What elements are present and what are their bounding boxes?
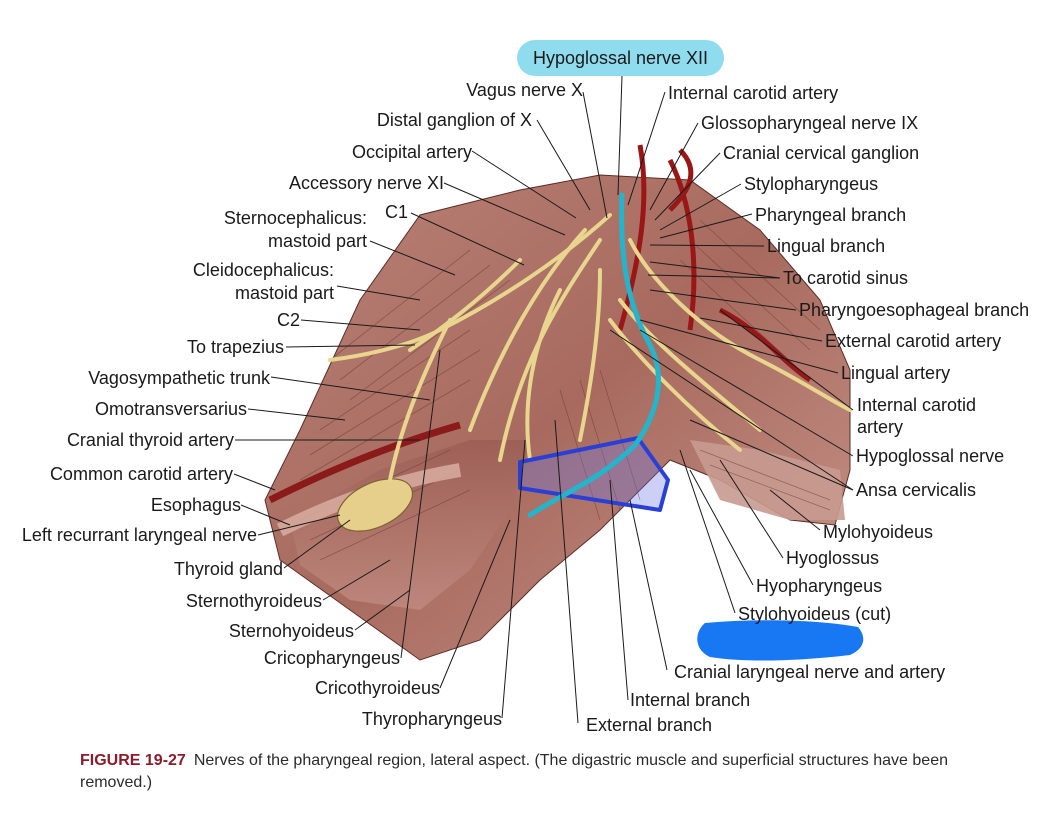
label-occipital-artery: Occipital artery xyxy=(351,142,472,162)
label-stylohyoideus-cut: Stylohyoideus (cut) xyxy=(738,604,892,624)
label-c2: C2 xyxy=(276,310,300,330)
label-pharyngeal-branch: Pharyngeal branch xyxy=(755,205,907,225)
label-cranial-laryngeal-nerve: Cranial laryngeal nerve and artery xyxy=(674,662,946,682)
redaction-mark xyxy=(697,620,864,661)
label-esophagus: Esophagus xyxy=(150,495,241,515)
label-common-carotid-artery: Common carotid artery xyxy=(49,464,233,484)
hypoglossal-nerve-xii-label: Hypoglossal nerve XII xyxy=(532,48,709,68)
label-hyopharyngeus: Hyopharyngeus xyxy=(756,576,883,596)
label-cricothyroideus: Cricothyroideus xyxy=(314,678,440,698)
label-pharyngoesophageal-branch: Pharyngoesophageal branch xyxy=(799,300,1030,320)
label-hypoglossal-nerve: Hypoglossal nerve xyxy=(856,446,1005,466)
label-internal-carotid-artery-2: artery xyxy=(857,417,904,437)
label-internal-branch: Internal branch xyxy=(630,690,751,710)
thyroid-gland xyxy=(336,478,414,532)
label-vagus-nerve: Vagus nerve X xyxy=(466,80,583,100)
label-sternothyroideus: Sternothyroideus xyxy=(185,591,322,611)
label-lingual-artery: Lingual artery xyxy=(841,363,951,383)
label-thyroid-gland: Thyroid gland xyxy=(173,559,283,579)
label-sternocephalicus-part: mastoid part xyxy=(267,231,367,251)
label-external-carotid-artery: External carotid artery xyxy=(825,331,1002,351)
label-mylohyoideus: Mylohyoideus xyxy=(823,522,934,542)
label-sternohyoideus: Sternohyoideus xyxy=(228,621,354,641)
label-omotransversarius: Omotransversarius xyxy=(94,399,247,419)
label-c1: C1 xyxy=(385,202,409,222)
label-lingual-branch: Lingual branch xyxy=(767,236,886,256)
label-glossopharyngeal-nerve: Glossopharyngeal nerve IX xyxy=(701,113,919,133)
label-sternocephalicus: Sternocephalicus: xyxy=(223,208,367,228)
label-cranial-thyroid-artery: Cranial thyroid artery xyxy=(66,430,234,450)
label-internal-carotid-artery-top: Internal carotid artery xyxy=(668,83,839,103)
label-hyoglossus: Hyoglossus xyxy=(786,548,880,568)
label-ansa-cervicalis: Ansa cervicalis xyxy=(856,480,977,500)
label-cleidocephalicus: Cleidocephalicus: xyxy=(192,260,334,280)
lower-muscle-band xyxy=(290,440,530,610)
label-cricopharyngeus: Cricopharyngeus xyxy=(263,648,400,668)
label-cranial-cervical-ganglion: Cranial cervical ganglion xyxy=(723,143,920,163)
label-thyropharyngeus: Thyropharyngeus xyxy=(361,709,502,729)
label-to-trapezius: To trapezius xyxy=(186,337,284,357)
highlight-pill: Hypoglossal nerve XII xyxy=(517,40,724,76)
arteries xyxy=(617,144,812,383)
label-external-branch: External branch xyxy=(586,715,713,735)
label-vagosympathetic-trunk: Vagosympathetic trunk xyxy=(88,368,270,388)
label-cleidocephalicus-part: mastoid part xyxy=(234,283,334,303)
outlined-region xyxy=(518,436,670,512)
label-distal-ganglion: Distal ganglion of X xyxy=(376,110,532,130)
leader-lines xyxy=(233,75,854,724)
common-carotid-artery xyxy=(268,421,461,504)
traced-hypoglossal-nerve xyxy=(527,192,661,518)
figure-number: FIGURE 19-27 xyxy=(80,752,186,769)
caption-text: Nerves of the pharyngeal region, lateral… xyxy=(80,752,948,791)
right-muscle-band xyxy=(690,440,845,520)
label-left-recurrent-laryngeal-nerve: Left recurrant laryngeal nerve xyxy=(21,525,257,545)
nerves xyxy=(328,213,852,482)
label-stylopharyngeus: Stylopharyngeus xyxy=(744,174,879,194)
label-internal-carotid-artery: Internal carotid xyxy=(857,395,977,415)
label-to-carotid-sinus: To carotid sinus xyxy=(783,268,909,288)
label-accessory-nerve: Accessory nerve XI xyxy=(288,173,444,193)
